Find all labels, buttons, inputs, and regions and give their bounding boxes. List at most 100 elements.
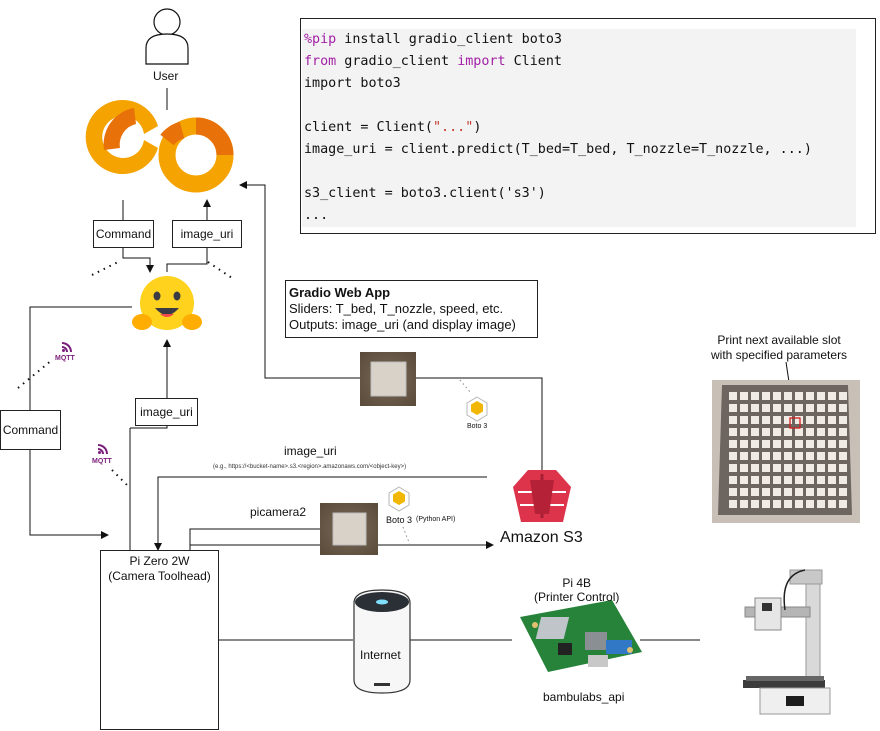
- plate-slot: [839, 440, 847, 448]
- mqtt-icon-2: [98, 444, 108, 454]
- code-token: import boto3: [304, 76, 401, 91]
- plate-slot: [751, 452, 759, 460]
- code-token: client = Client(: [304, 120, 433, 135]
- print-note-line2: with specified parameters: [711, 348, 848, 362]
- plate-slot: [839, 404, 847, 412]
- connectors: [29, 88, 796, 641]
- bambulabs-api-label: bambulabs_api: [543, 690, 625, 704]
- plate-slot: [795, 476, 803, 484]
- plate-slot: [806, 500, 814, 508]
- plate-slot: [828, 464, 836, 472]
- command-box-left: Command: [0, 410, 61, 450]
- plate-slot: [817, 416, 825, 424]
- internet-label: Internet: [360, 648, 401, 662]
- plate-slot: [762, 392, 770, 400]
- plate-slot: [839, 392, 847, 400]
- plate-slot: [751, 440, 759, 448]
- plate-slot: [773, 500, 781, 508]
- plate-slot: [740, 476, 748, 484]
- picamera2-label: picamera2: [250, 505, 307, 519]
- plate-slot: [729, 416, 737, 424]
- plate-slot: [817, 500, 825, 508]
- plate-slot: [839, 416, 847, 424]
- plate-slot: [773, 416, 781, 424]
- plate-slot: [817, 440, 825, 448]
- plate-slot: [762, 464, 770, 472]
- plate-slot: [751, 428, 759, 436]
- plate-slot: [762, 428, 770, 436]
- plate-slot: [762, 476, 770, 484]
- sample-image-picamera: [320, 503, 378, 555]
- plate-slot: [806, 416, 814, 424]
- plate-slot: [729, 404, 737, 412]
- plate-slot: [806, 440, 814, 448]
- plate-slot: [817, 392, 825, 400]
- sample-image-gradio: [360, 352, 416, 406]
- code-line: from gradio_client import Client: [304, 51, 856, 73]
- gradio-sliders: Sliders: T_bed, T_nozzle, speed, etc.: [289, 301, 504, 316]
- plate-slot: [740, 404, 748, 412]
- plate-slot: [784, 416, 792, 424]
- plate-slot: [751, 500, 759, 508]
- code-token: install gradio_client boto3: [336, 32, 562, 47]
- s3-image-uri-label: image_uri: [284, 444, 337, 458]
- plate-slot: [740, 440, 748, 448]
- plate-slot: [773, 476, 781, 484]
- plate-slot: [762, 416, 770, 424]
- boto3-icon-2: [388, 486, 410, 512]
- plate-slot: [784, 440, 792, 448]
- plate-slot: [839, 452, 847, 460]
- plate-slot: [828, 488, 836, 496]
- plate-slot: [762, 404, 770, 412]
- boto3-label-1: Boto 3: [467, 423, 488, 430]
- internet-device-icon: [353, 589, 411, 694]
- plate-slot: [773, 392, 781, 400]
- plate-slot: [795, 488, 803, 496]
- pi-4b-subtitle: (Printer Control): [534, 590, 620, 604]
- plate-slot: [773, 452, 781, 460]
- dotted-connectors: [17, 261, 233, 489]
- plate-slot: [740, 428, 748, 436]
- plate-slot: [806, 476, 814, 484]
- mqtt-label-1: MQTT: [55, 355, 75, 362]
- plate-slot: [751, 416, 759, 424]
- plate-slot: [784, 404, 792, 412]
- print-note-line1: Print next available slot: [717, 333, 841, 347]
- print-note: Print next available slot with specified…: [711, 333, 847, 363]
- colab-logo-icon: [85, 99, 234, 193]
- command-box-top: Command: [93, 220, 154, 248]
- mqtt-label-2: MQTT: [92, 458, 112, 465]
- raspberry-pi-4b-icon: [520, 600, 642, 672]
- plate-slot: [773, 488, 781, 496]
- plate-slot: [740, 500, 748, 508]
- pi-zero-title: Pi Zero 2W: [129, 554, 190, 568]
- plate-slot: [828, 476, 836, 484]
- code-token: "...": [433, 120, 474, 135]
- plate-slot: [839, 428, 847, 436]
- plate-grid: [729, 392, 847, 508]
- plate-slot: [817, 428, 825, 436]
- mqtt-icon-1: [62, 342, 72, 352]
- plate-slot: [817, 452, 825, 460]
- plate-slot: [729, 488, 737, 496]
- code-line: [304, 95, 856, 117]
- plate-slot: [817, 488, 825, 496]
- plate-slot: [828, 392, 836, 400]
- plate-slot: [839, 500, 847, 508]
- plate-slot: [784, 452, 792, 460]
- plate-slot: [784, 428, 792, 436]
- plate-slot: [795, 440, 803, 448]
- pi-zero-subtitle: (Camera Toolhead): [108, 569, 211, 583]
- 3d-printer-icon: [743, 569, 831, 715]
- plate-slot: [839, 488, 847, 496]
- plate-slot: [762, 452, 770, 460]
- plate-slot: [784, 476, 792, 484]
- code-line: image_uri = client.predict(T_bed=T_bed, …: [304, 139, 856, 161]
- code-token: gradio_client: [336, 54, 458, 69]
- plate-slot: [751, 464, 759, 472]
- plate-slot: [751, 404, 759, 412]
- plate-slot: [773, 440, 781, 448]
- plate-slot: [751, 392, 759, 400]
- plate-slot: [817, 464, 825, 472]
